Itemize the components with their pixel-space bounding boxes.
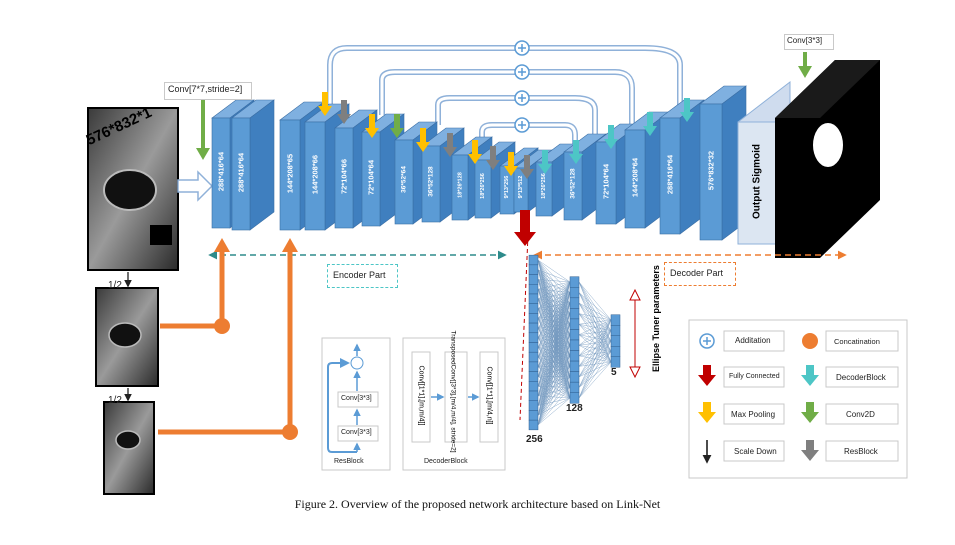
concat-node-2 xyxy=(282,424,298,440)
scale-label-2: 1/2 xyxy=(108,395,122,406)
addition-node-3 xyxy=(515,91,529,105)
fc-node-1-9 xyxy=(529,333,538,343)
layer-label-7: 36*52*64 xyxy=(401,138,408,222)
resblock-conv2: Conv[3*3] xyxy=(341,429,372,436)
fc-node-2-8 xyxy=(570,351,579,362)
addition-node-4 xyxy=(515,118,529,132)
fc-node-1-17 xyxy=(529,410,538,420)
layer-label-15: 72*104*64 xyxy=(602,141,611,223)
decoderblock-conv2: Conv[[1*1],[m/4,n]] xyxy=(486,351,493,441)
layer-label-10: 18*26*256 xyxy=(480,157,486,215)
fc-node-1-2 xyxy=(529,265,538,275)
fc-node-1-15 xyxy=(529,391,538,401)
fc-node-1-7 xyxy=(529,313,538,323)
layer-label-16: 144*208*64 xyxy=(631,129,640,227)
addition-nodes xyxy=(515,41,529,132)
fc-node-2-5 xyxy=(570,319,579,330)
fc-node-1-11 xyxy=(529,352,538,362)
input-image-quarter xyxy=(104,402,154,494)
legend-fc: Fully Connected xyxy=(729,373,780,380)
fc-node-1-18 xyxy=(529,420,538,430)
layer-label-14: 36*52*128 xyxy=(570,150,577,218)
decoderblock-title: DecoderBlock xyxy=(424,458,468,465)
fc-node-3-4 xyxy=(611,346,620,357)
legend-decoderblock: DecoderBlock xyxy=(836,373,886,382)
decoder-label: Decoder Part xyxy=(670,268,723,278)
layer-label-3: 144*208*65 xyxy=(286,119,295,229)
legend-addition: Additation xyxy=(735,336,771,345)
fc-node-2-12 xyxy=(570,393,579,404)
fc-node-1-4 xyxy=(529,284,538,294)
decoderblock-tconv: TransposedConv[[3*3],[m/4,m/4], stride=2… xyxy=(450,327,457,457)
addition-node-1 xyxy=(515,41,529,55)
layer-label-17: 288*416*64 xyxy=(666,117,675,233)
layer-label-2: 288*416*64 xyxy=(237,117,246,229)
fc-node-3-5 xyxy=(611,357,620,368)
fc-node-1-6 xyxy=(529,304,538,314)
resblock-conv1: Conv[3*3] xyxy=(341,395,372,402)
concat-node-1 xyxy=(214,318,230,334)
fc-node-1-14 xyxy=(529,381,538,391)
fc-node-2-7 xyxy=(570,340,579,351)
layer-label-8: 36*52*128 xyxy=(428,144,435,220)
fc-red-arrow xyxy=(514,210,536,246)
fc-node-1-12 xyxy=(529,362,538,372)
decoderblock-conv1: Conv[[1*1],[m,m/4]] xyxy=(418,351,425,441)
fc-dashed-link xyxy=(520,235,528,420)
layer-label-13: 18*26*256 xyxy=(541,159,547,213)
layer-label-18: 576*832*32 xyxy=(707,103,716,239)
output-label: Output Sigmoid xyxy=(752,137,763,227)
legend-scaledown: Scale Down xyxy=(734,447,777,456)
legend-concat: Concatination xyxy=(834,337,880,346)
layer-label-5: 72*104*66 xyxy=(340,127,349,227)
fc-size-128: 128 xyxy=(566,403,583,414)
fc-node-2-9 xyxy=(570,361,579,372)
last-conv-label: Conv[3*3] xyxy=(787,36,822,45)
scale-label-1: 1/2 xyxy=(108,280,122,291)
fc-node-1-13 xyxy=(529,372,538,382)
addition-node-2 xyxy=(515,65,529,79)
fc-node-2-3 xyxy=(570,298,579,309)
input-image-half xyxy=(96,288,158,386)
fc-size-256: 256 xyxy=(526,434,543,445)
fc-node-1-10 xyxy=(529,343,538,353)
layer-label-12: 9*13*512 xyxy=(518,165,524,209)
layer-label-1: 288*416*64 xyxy=(217,117,226,227)
fc-node-2-1 xyxy=(570,277,579,288)
fc-node-2-11 xyxy=(570,382,579,393)
fc-node-1-16 xyxy=(529,401,538,411)
fc-node-2-4 xyxy=(570,308,579,319)
layer-label-6: 72*104*64 xyxy=(367,131,376,225)
fc-node-1-8 xyxy=(529,323,538,333)
fc-node-2-2 xyxy=(570,287,579,298)
fc-output-label: Ellipse Tuner parameters xyxy=(651,292,661,372)
fc-node-1-5 xyxy=(529,294,538,304)
fc-node-1-1 xyxy=(529,255,538,265)
fc-node-3-1 xyxy=(611,315,620,326)
legend-conv2d: Conv2D xyxy=(846,410,875,419)
layer-label-9: 18*26*128 xyxy=(457,152,463,217)
resblock-title: ResBlock xyxy=(334,458,364,465)
concat-paths xyxy=(158,250,290,432)
resblock-inset xyxy=(322,338,390,470)
encoder-label: Encoder Part xyxy=(333,270,386,280)
layer-label-11: 9*13*256 xyxy=(504,163,510,211)
fc-node-2-10 xyxy=(570,372,579,383)
fc-node-1-3 xyxy=(529,275,538,285)
legend-maxpool: Max Pooling xyxy=(731,410,775,419)
layer-label-4: 144*208*66 xyxy=(311,121,320,229)
fc-size-5: 5 xyxy=(611,367,617,378)
first-conv-label: Conv[7*7,stride=2] xyxy=(168,84,242,94)
input-arrow xyxy=(178,172,212,200)
figure-caption: Figure 2. Overview of the proposed netwo… xyxy=(0,497,955,512)
fc-node-3-3 xyxy=(611,336,620,347)
output-mask xyxy=(775,60,880,258)
legend-resblock: ResBlock xyxy=(844,447,878,456)
fc-node-3-2 xyxy=(611,325,620,336)
fc-node-2-6 xyxy=(570,329,579,340)
